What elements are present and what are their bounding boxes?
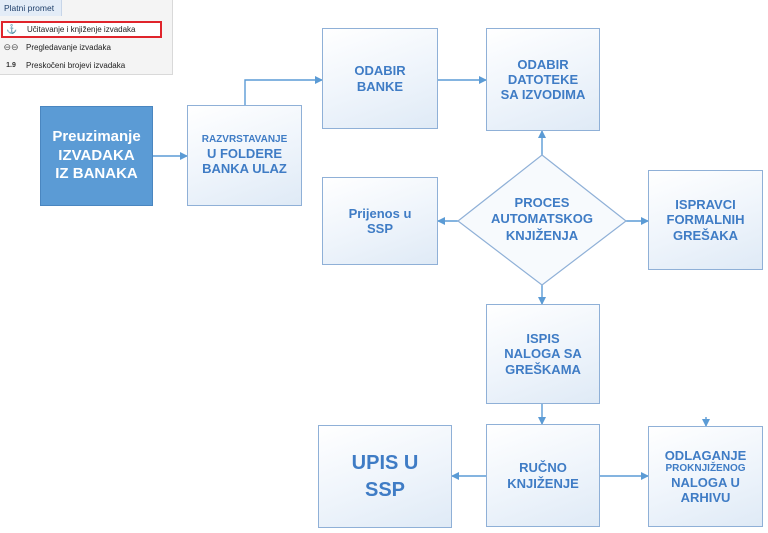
menu-item-label: Pregledavanje izvadaka xyxy=(26,43,111,52)
box-ispis: ISPIS NALOGA SA GREŠKAMA xyxy=(486,304,600,404)
diamond-line: AUTOMATSKOG xyxy=(490,211,594,227)
menu-panel: Platni promet ⚓ Učitavanje i knjiženje i… xyxy=(0,0,173,75)
menu-item-pregledavanje[interactable]: ⊖⊖ Pregledavanje izvadaka xyxy=(2,39,162,56)
box-odabir-datoteke: ODABIR DATOTEKE SA IZVODIMA xyxy=(486,28,600,131)
diamond-line: KNJIŽENJA xyxy=(505,227,579,243)
box-line: ARHIVU xyxy=(680,490,731,506)
box-line: ODABIR xyxy=(517,56,569,72)
box-preuzimanje: Preuzimanje IZVADAKA IZ BANAKA xyxy=(40,106,153,206)
menu-title[interactable]: Platni promet xyxy=(0,0,62,16)
menu-item-label: Učitavanje i knjiženje izvadaka xyxy=(27,25,136,34)
box-prijenos: Prijenos u SSP xyxy=(322,177,438,265)
box-line: IZVADAKA xyxy=(58,146,135,164)
box-line: Preuzimanje xyxy=(52,127,141,145)
box-line: U FOLDERE xyxy=(206,146,283,162)
proces-label: PROCES AUTOMATSKOG KNJIŽENJA xyxy=(470,195,614,244)
box-line: ISPIS xyxy=(526,331,560,346)
box-line: PROKNJIŽENOG xyxy=(665,462,746,474)
box-line: Prijenos u xyxy=(348,205,412,221)
box-razvrstavanje: RAZVRSTAVANJE U FOLDERE BANKA ULAZ xyxy=(187,105,302,206)
box-line: SSP xyxy=(366,221,393,236)
box-line: KNJIŽENJE xyxy=(507,475,579,491)
box-line: FORMALNIH xyxy=(666,212,745,228)
box-line: SA IZVODIMA xyxy=(500,87,586,103)
box-line: DATOTEKE xyxy=(507,71,579,87)
glasses-icon: ⊖⊖ xyxy=(3,42,19,52)
box-line: NALOGA U xyxy=(671,474,740,490)
anchor-icon: ⚓ xyxy=(6,24,18,34)
box-line: UPIS U xyxy=(351,451,419,474)
diamond-line: PROCES xyxy=(514,195,570,210)
box-line: ISPRAVCI xyxy=(675,197,736,212)
number-icon: 1.9 xyxy=(6,62,16,69)
menu-item-preskoceni[interactable]: 1.9 Preskočeni brojevi izvadaka xyxy=(2,57,162,74)
box-line: GREŠKAMA xyxy=(505,361,581,377)
box-upis: UPIS U SSP xyxy=(318,425,452,528)
box-line: BANKA ULAZ xyxy=(202,161,287,177)
box-line: GREŠAKA xyxy=(672,227,738,243)
box-line: BANKE xyxy=(356,78,404,94)
box-line: RAZVRSTAVANJE xyxy=(201,134,288,146)
box-line: NALOGA SA xyxy=(504,346,582,362)
box-rucno: RUČNO KNJIŽENJE xyxy=(486,424,600,527)
arrow-razvrstavanje-banke xyxy=(244,76,323,105)
box-odabir-banke: ODABIR BANKE xyxy=(322,28,438,129)
box-line: ODLAGANJE xyxy=(664,447,747,463)
menu-item-label: Preskočeni brojevi izvadaka xyxy=(26,61,126,70)
box-line: RUČNO xyxy=(519,460,567,476)
proces-diamond xyxy=(457,154,627,286)
box-odlaganje: ODLAGANJE PROKNJIŽENOG NALOGA U ARHIVU xyxy=(648,426,763,527)
box-line: SSP xyxy=(364,478,406,501)
menu-item-ucitavanje[interactable]: ⚓ Učitavanje i knjiženje izvadaka xyxy=(1,21,162,38)
box-ispravci: ISPRAVCI FORMALNIH GREŠAKA xyxy=(648,170,763,270)
box-line: IZ BANAKA xyxy=(55,165,138,183)
box-line: ODABIR xyxy=(354,63,406,79)
